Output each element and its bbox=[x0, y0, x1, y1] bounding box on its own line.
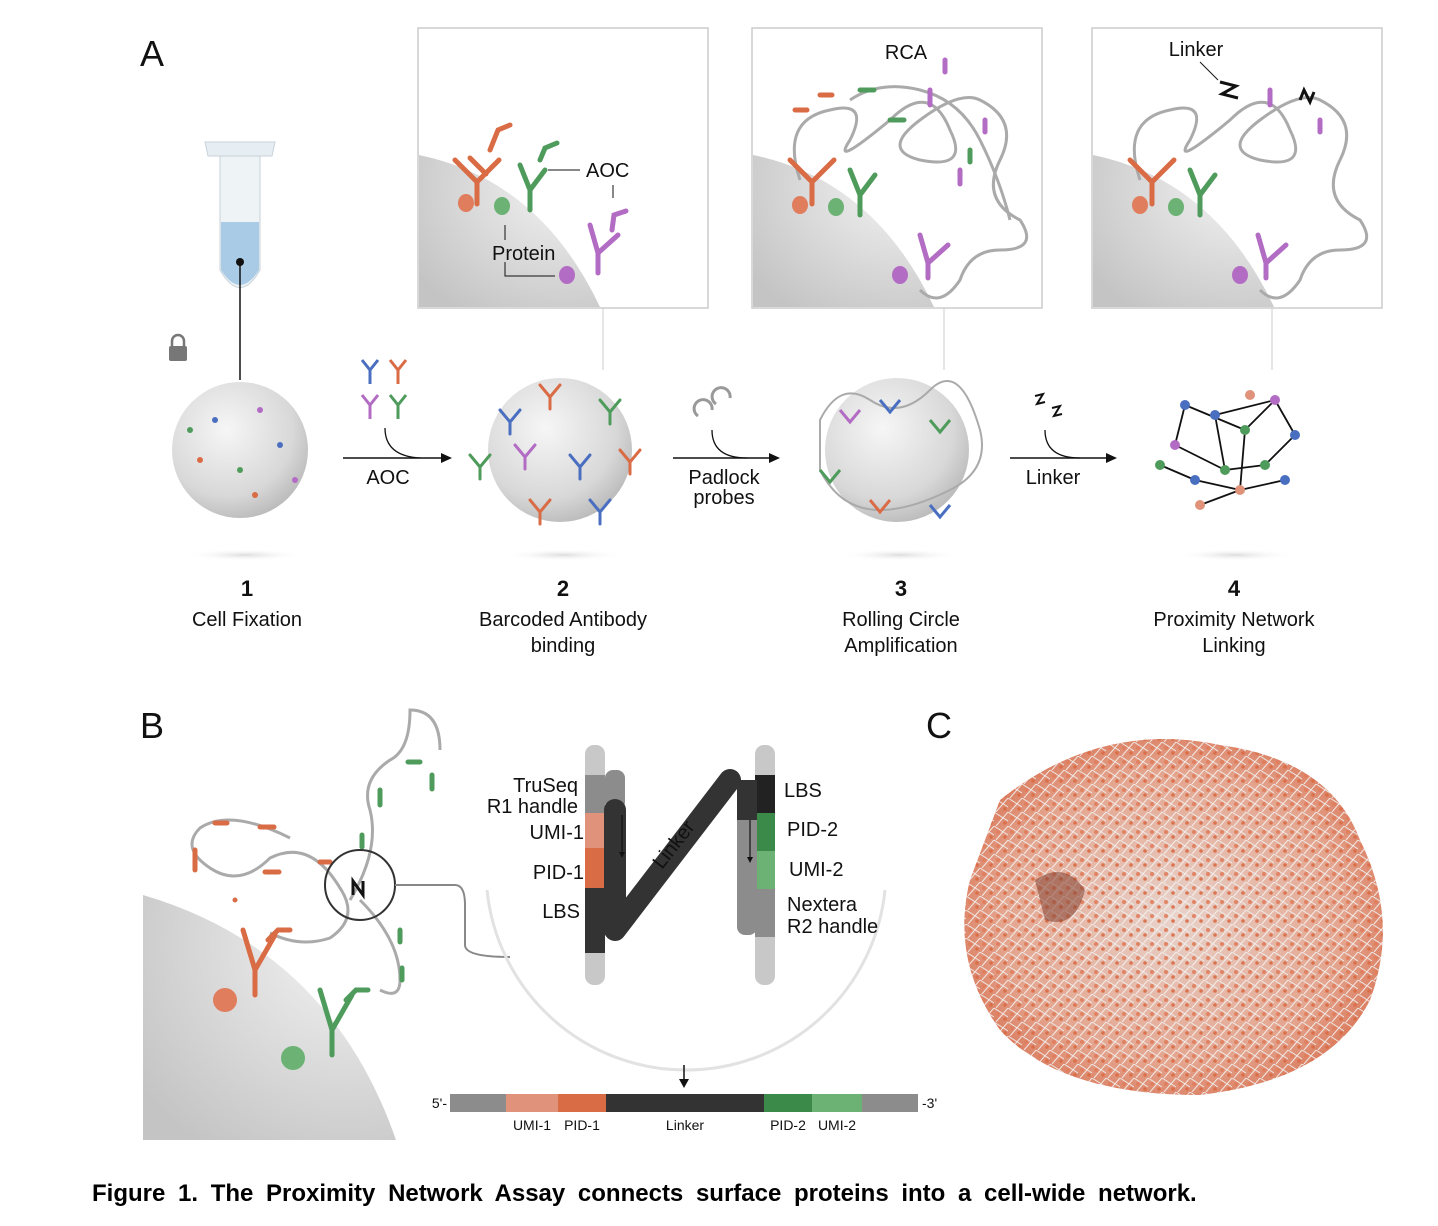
label-r1-handle: R1 handle bbox=[487, 796, 578, 818]
label-lbs-left: LBS bbox=[542, 901, 580, 923]
sequence-bar: 5'- -3' UMI-1 PID-1 Linker PID-2 UMI-2 bbox=[432, 1065, 937, 1133]
sequence-segment bbox=[812, 1094, 862, 1112]
arrow-aoc: AOC bbox=[343, 359, 452, 489]
panel-label-c: C bbox=[926, 705, 952, 746]
arrow-label-probes: probes bbox=[693, 487, 754, 509]
sequence-segment-label: UMI-2 bbox=[818, 1117, 856, 1133]
step-number: 4 bbox=[1228, 576, 1241, 601]
label-pid1: PID-1 bbox=[533, 862, 584, 884]
label-pid2: PID-2 bbox=[787, 819, 838, 841]
arrow-padlock: Padlock probes bbox=[673, 386, 780, 509]
sequence-segment-label: Linker bbox=[666, 1117, 704, 1133]
inset-antibody-binding: AOC Protein bbox=[417, 27, 709, 309]
figure-caption: Figure 1. The Proximity Network Assay co… bbox=[92, 1180, 1197, 1207]
label-protein: Protein bbox=[492, 243, 555, 265]
cell-step-2 bbox=[468, 378, 642, 561]
label-truseq: TruSeq bbox=[513, 775, 578, 797]
arrow-label-padlock: Padlock bbox=[688, 467, 760, 489]
tube-icon bbox=[204, 141, 276, 380]
panel-b-cell bbox=[143, 708, 511, 1140]
cell-step-4-network bbox=[1155, 390, 1300, 561]
step-title: Rolling Circle bbox=[842, 609, 960, 631]
label-umi1: UMI-1 bbox=[530, 822, 584, 844]
cell-step-1 bbox=[172, 382, 308, 561]
sequence-segment bbox=[606, 1094, 764, 1112]
panel-label-a: A bbox=[140, 33, 164, 74]
sequence-segment bbox=[764, 1094, 812, 1112]
step-2: 2 Barcoded Antibody binding bbox=[479, 576, 647, 657]
panel-b-magnified: TruSeq R1 handle UMI-1 PID-1 LBS Linker … bbox=[485, 745, 887, 1072]
sequence-segment-label: PID-2 bbox=[770, 1117, 806, 1133]
inset-linker: Linker bbox=[1091, 27, 1383, 309]
lock-icon bbox=[169, 333, 187, 361]
inset-rca: RCA bbox=[751, 27, 1043, 309]
step-3: 3 Rolling Circle Amplification bbox=[842, 576, 960, 657]
label-linker: Linker bbox=[1169, 39, 1224, 61]
label-lbs-right: LBS bbox=[784, 780, 822, 802]
label-rca: RCA bbox=[885, 42, 928, 64]
arrow-linker: Linker bbox=[1010, 392, 1117, 489]
cell-step-3 bbox=[818, 378, 983, 561]
arrow-label-linker: Linker bbox=[1026, 467, 1081, 489]
step-number: 2 bbox=[557, 576, 569, 601]
step-number: 3 bbox=[895, 576, 907, 601]
label-r2-handle: R2 handle bbox=[787, 916, 878, 938]
step-title-line2: Linking bbox=[1202, 635, 1265, 657]
network-blob bbox=[964, 739, 1383, 1095]
sequence-segment bbox=[450, 1094, 506, 1112]
sequence-segment bbox=[862, 1094, 918, 1112]
step-title-line2: binding bbox=[531, 635, 596, 657]
step-4: 4 Proximity Network Linking bbox=[1153, 576, 1315, 657]
step-title: Cell Fixation bbox=[192, 609, 302, 631]
step-title: Proximity Network bbox=[1153, 609, 1315, 631]
step-title-line2: Amplification bbox=[844, 635, 957, 657]
sequence-segment-label: PID-1 bbox=[564, 1117, 600, 1133]
arrow-label-aoc: AOC bbox=[366, 467, 409, 489]
label-aoc: AOC bbox=[586, 160, 629, 182]
sequence-segment bbox=[558, 1094, 606, 1112]
label-nextera: Nextera bbox=[787, 894, 858, 916]
sequence-segment-label: UMI-1 bbox=[513, 1117, 551, 1133]
step-title: Barcoded Antibody bbox=[479, 609, 647, 631]
step-1: 1 Cell Fixation bbox=[192, 576, 302, 631]
label-umi2: UMI-2 bbox=[789, 859, 843, 881]
panel-label-b: B bbox=[140, 705, 164, 746]
five-prime: 5'- bbox=[432, 1095, 447, 1111]
sequence-segment bbox=[506, 1094, 558, 1112]
step-number: 1 bbox=[241, 576, 253, 601]
three-prime: -3' bbox=[922, 1095, 937, 1111]
